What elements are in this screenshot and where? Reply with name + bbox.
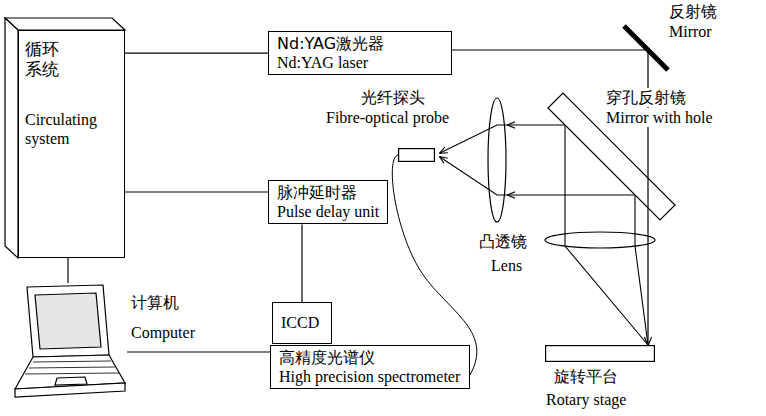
focusing-lens-outline — [545, 232, 655, 248]
mirror: 反射镜Mirror — [622, 18, 674, 74]
part-label-english: Computer — [130, 323, 196, 342]
part-label: 脉冲延时器 — [277, 183, 357, 202]
part-label: ICCD — [281, 313, 319, 332]
iccd-box: ICCD — [272, 302, 332, 344]
part-label-english: Pulse delay unit — [277, 202, 379, 221]
part-label-english: Mirror with hole — [605, 108, 714, 127]
part-label: Nd:YAG激光器 — [277, 34, 384, 53]
part-label-english: Nd:YAG laser — [277, 53, 368, 72]
part-label: 反射镜 — [668, 2, 718, 21]
rotary-stage-outline — [545, 345, 655, 362]
signal-line — [301, 224, 302, 302]
mirror-with-hole: 穿孔反射镜Mirror with hole — [545, 90, 680, 225]
part-label: 穿孔反射镜 — [605, 88, 687, 107]
part-label-english: Fibre-optical probe — [325, 108, 450, 127]
circulating-system-box: 循环 系统 Circulating system — [18, 30, 125, 258]
part-label: 凸透镜 — [478, 232, 528, 251]
part-label: 循环 系统 — [25, 39, 64, 80]
signal-line — [125, 53, 268, 54]
part-label-english: Rotary stage — [545, 390, 627, 409]
collecting-lens — [488, 98, 506, 222]
signal-line — [127, 351, 270, 352]
spectrometer-box: 高精度光谱仪High precision spectrometer — [270, 345, 470, 389]
part-label: 高精度光谱仪 — [279, 348, 375, 367]
fibre-probe: 光纤探头Fibre-optical probe — [398, 148, 435, 162]
optical-fibre — [392, 155, 477, 375]
mirror-outline — [622, 18, 674, 74]
fibre-probe-outline — [398, 148, 435, 162]
signal-line — [125, 191, 268, 192]
part-label: 计算机 — [130, 293, 180, 312]
rotary-stage: 旋转平台Rotary stage — [545, 345, 655, 362]
part-label-english: High precision spectrometer — [279, 367, 460, 386]
part-label-english: Circulating system — [25, 110, 118, 148]
part-label: 光纤探头 — [360, 88, 426, 107]
pulse-delay-box: 脉冲延时器Pulse delay unit — [268, 180, 388, 224]
laser-beam — [452, 49, 622, 50]
signal-line — [67, 258, 68, 283]
computer-icon-outline — [5, 283, 127, 408]
part-label-english: Mirror — [668, 22, 713, 41]
cabinet-faces — [5, 18, 125, 258]
part-label: 旋转平台 — [553, 367, 619, 386]
computer-icon: 计算机Computer — [5, 283, 127, 408]
part-label-english: Lens — [490, 256, 523, 275]
laser-box: Nd:YAG激光器Nd:YAG laser — [268, 31, 452, 75]
light-rays — [440, 125, 648, 345]
focusing-lens: 凸透镜Lens — [545, 232, 655, 248]
